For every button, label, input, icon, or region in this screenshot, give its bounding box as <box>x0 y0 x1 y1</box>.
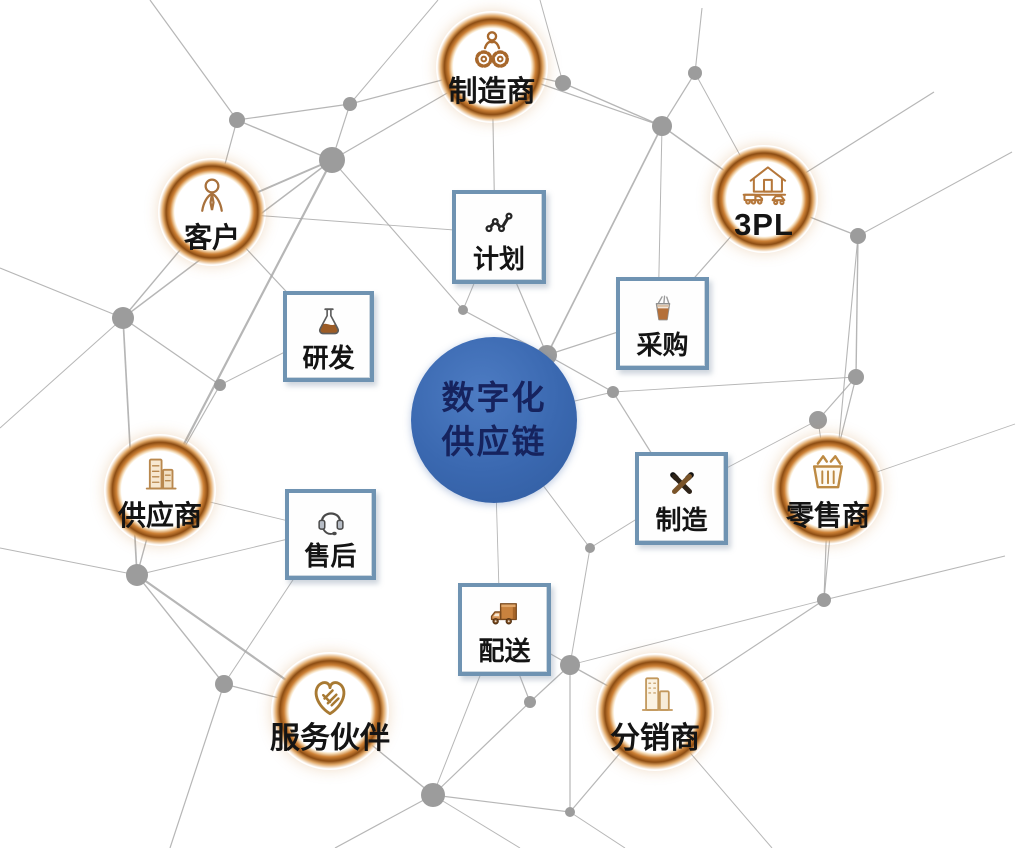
node-after-sales-label: 售后 <box>304 541 357 571</box>
node-supplier: 供应商 <box>104 434 216 546</box>
procurement-cart-icon <box>655 295 670 321</box>
warehouse-logistics-icon <box>742 166 787 206</box>
node-retailer-label: 零售商 <box>785 499 870 531</box>
node-service-partner-label: 服务伙伴 <box>270 721 390 755</box>
shopping-basket-icon <box>812 454 844 488</box>
node-distributor-label: 分销商 <box>610 721 700 755</box>
node-delivery-label: 配送 <box>478 636 531 666</box>
node-customer: 客户 <box>158 158 266 266</box>
node-procurement-label: 采购 <box>636 330 689 360</box>
node-manufacturer: 制造商 <box>436 11 548 123</box>
delivery-truck-icon <box>490 603 517 625</box>
node-rnd: 研发 <box>283 291 374 382</box>
node-supplier-label: 供应商 <box>117 499 202 531</box>
flask-icon <box>318 308 339 335</box>
node-3pl-label: 3PL <box>734 207 794 242</box>
node-distributor: 分销商 <box>596 653 714 771</box>
node-rnd-label: 研发 <box>302 343 355 373</box>
node-plan-label: 计划 <box>472 243 525 274</box>
node-manufacture-label: 制造 <box>655 505 708 535</box>
headset-icon <box>317 512 344 536</box>
node-procurement: 采购 <box>616 277 709 370</box>
node-after-sales: 售后 <box>285 489 376 580</box>
node-manufacturer-label: 制造商 <box>448 76 536 108</box>
node-retailer: 零售商 <box>772 433 884 545</box>
center-title-line1: 数字化 <box>441 379 547 417</box>
crossed-tools-icon <box>669 472 694 494</box>
node-service-partner: 服务伙伴 <box>270 652 390 770</box>
node-graph-icon <box>485 212 513 232</box>
center-title: 数字化 供应链 <box>442 376 547 463</box>
person-icon <box>201 178 223 212</box>
heart-handshake-icon <box>314 680 346 715</box>
node-3pl: 3PL <box>710 145 818 253</box>
node-customer-label: 客户 <box>183 221 240 253</box>
robot-gears-icon <box>475 31 509 68</box>
node-manufacture: 制造 <box>635 452 728 545</box>
node-plan: 计划 <box>452 190 546 284</box>
center-title-line2: 供应链 <box>441 423 547 460</box>
center-node-digital-supply-chain: 数字化 供应链 <box>411 337 577 503</box>
node-delivery: 配送 <box>458 583 551 676</box>
buildings-icon <box>145 458 177 489</box>
buildings-icon <box>641 676 673 711</box>
